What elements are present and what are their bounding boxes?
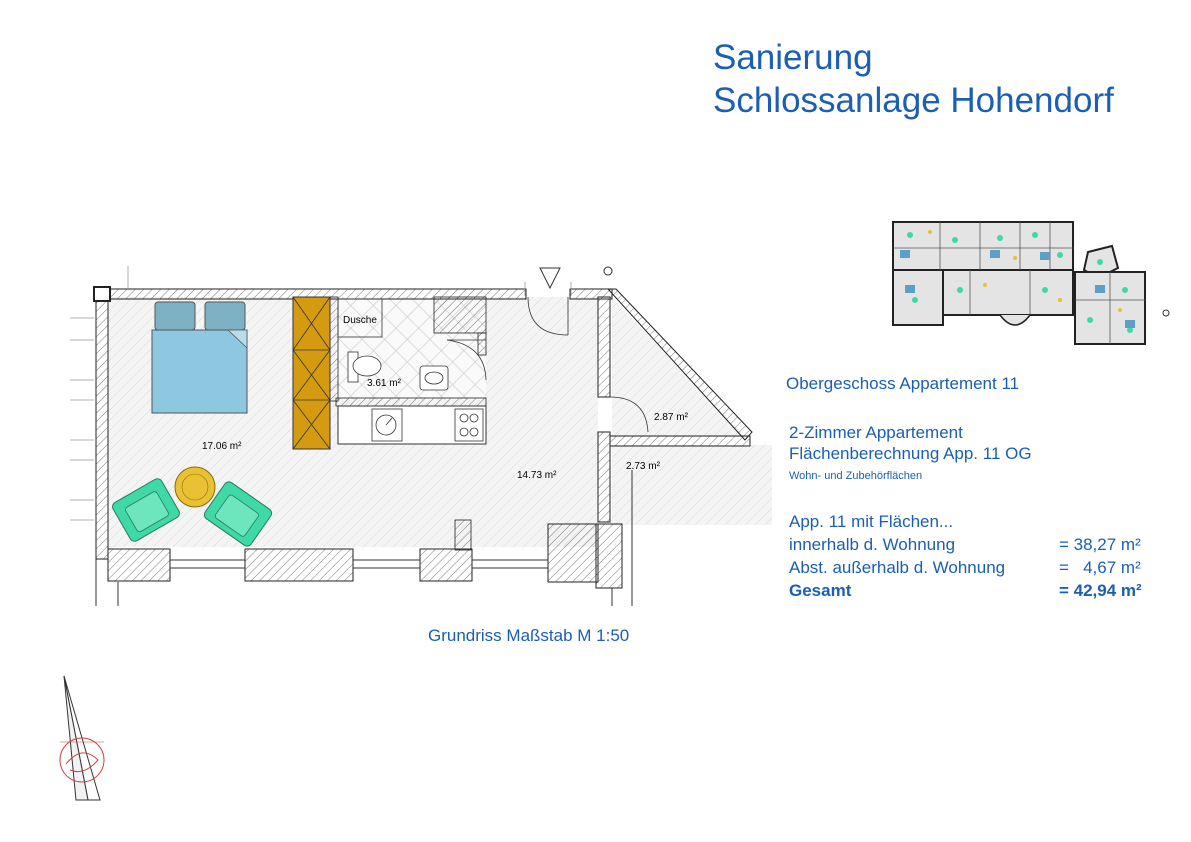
- entrance-door-swing: [527, 296, 569, 336]
- round-rug-icon: [174, 466, 216, 508]
- area-intro-text: App. 11 mit Flächen...: [789, 512, 954, 531]
- north-arrow-icon: [59, 675, 105, 801]
- south-wall-segment: [419, 548, 473, 582]
- area-row-value: = 38,27 m²: [1059, 535, 1141, 554]
- site-plan-thumbnail: [892, 221, 1170, 345]
- armchair-icon: [203, 481, 273, 547]
- bath-wall-west: [329, 296, 339, 402]
- diagonal-wall: [606, 288, 753, 441]
- south-wall-segment: [547, 523, 599, 583]
- area-row-value: = 4,67 m²: [1059, 558, 1141, 577]
- room-area-bedroom: 17.06 m²: [202, 441, 242, 452]
- title-line-2: Schlossanlage Hohendorf: [713, 81, 1114, 120]
- area-row-label: innerhalb d. Wohnung: [789, 535, 956, 554]
- sink-icon: [371, 408, 403, 442]
- east-wall-lower: [597, 431, 611, 523]
- west-wall: [95, 288, 109, 560]
- apartment-type: 2-Zimmer Appartement: [789, 423, 963, 442]
- south-wall-column: [595, 523, 623, 589]
- washbasin-icon: [419, 365, 449, 391]
- room-area-storage: 2.87 m²: [654, 412, 689, 423]
- exterior-lines: [70, 266, 572, 521]
- wardrobe-icon: [292, 296, 331, 450]
- south-wall-segment: [244, 548, 354, 582]
- south-wall-segment: [107, 548, 171, 582]
- area-total-label: Gesamt: [789, 581, 852, 600]
- room-area-balcony: 2.73 m²: [626, 461, 661, 472]
- entrance-arrow-icon: [539, 267, 561, 290]
- title-line-1: Sanierung: [713, 38, 873, 77]
- area-total-row: Gesamt = 42,94 m²: [789, 579, 1169, 602]
- windows: [170, 559, 548, 569]
- plan-caption: Grundriss Maßstab M 1:50: [428, 626, 630, 645]
- storage-door-swing: [609, 396, 649, 433]
- bath-wall-east: [477, 332, 487, 356]
- area-row-label: Abst. außerhalb d. Wohnung: [789, 558, 1006, 577]
- shower-label: Dusche: [343, 315, 377, 326]
- north-marker-icon: [603, 266, 613, 276]
- balcony-floor: [612, 445, 772, 525]
- shower-tray: [337, 298, 383, 338]
- bed-icon: [151, 301, 248, 414]
- bath-door-swing: [446, 339, 487, 381]
- area-row: innerhalb d. Wohnung = 38,27 m²: [789, 533, 1169, 556]
- area-table: App. 11 mit Flächen... innerhalb d. Wohn…: [789, 510, 1169, 602]
- toilet-icon: [352, 355, 382, 377]
- east-wall-upper: [597, 296, 611, 398]
- bath-wall-south: [335, 397, 487, 407]
- room-area-living: 14.73 m²: [517, 470, 557, 481]
- page-title: Sanierung Schlossanlage Hohendorf: [713, 36, 1114, 122]
- floor-label: Obergeschoss Appartement 11: [786, 374, 1020, 393]
- room-area-bathroom: 3.61 m²: [367, 378, 402, 389]
- stove-icon: [454, 408, 484, 442]
- corner-post: [93, 286, 111, 302]
- calculation-subtitle: Wohn- und Zubehörflächen: [789, 470, 923, 482]
- calculation-title: Flächenberechnung App. 11 OG: [789, 444, 1032, 463]
- area-intro: App. 11 mit Flächen...: [789, 510, 1169, 533]
- shaft: [433, 296, 487, 334]
- pillar: [454, 519, 472, 551]
- area-row: Abst. außerhalb d. Wohnung = 4,67 m²: [789, 556, 1169, 579]
- area-total-value: = 42,94 m²: [1059, 581, 1142, 600]
- storage-wall: [609, 435, 751, 447]
- armchair-icon: [112, 478, 180, 542]
